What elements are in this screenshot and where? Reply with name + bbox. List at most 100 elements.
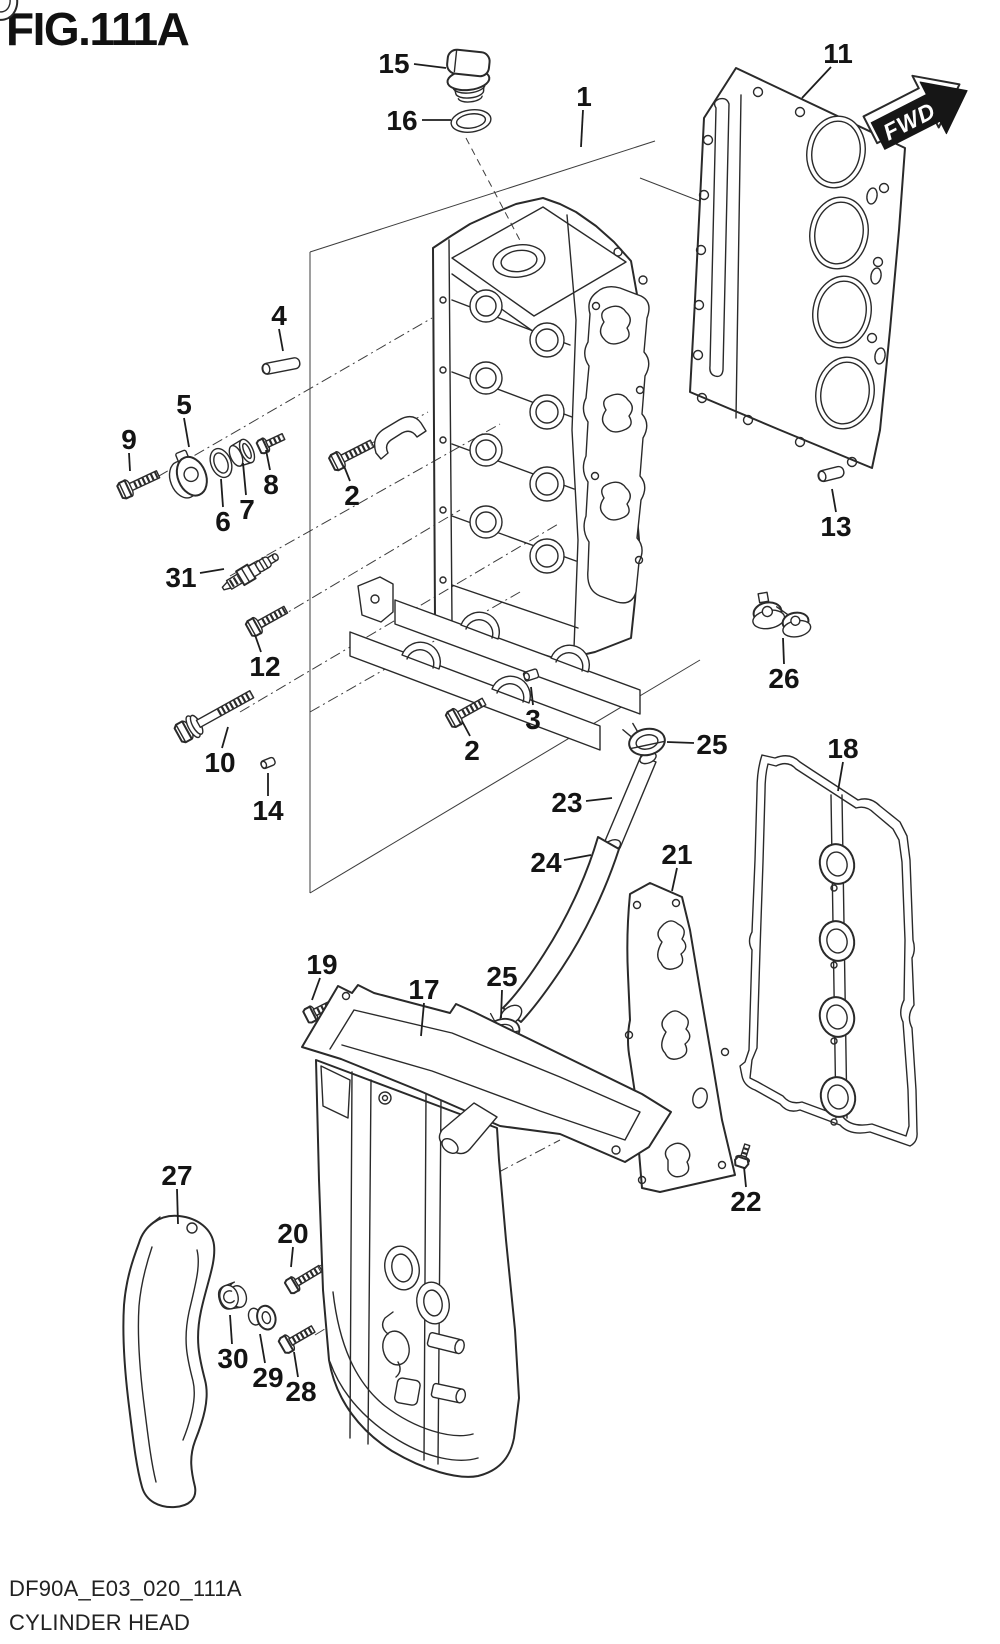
callout-leader-3 — [530, 686, 534, 706]
bolt-9 — [116, 470, 161, 500]
callout-12: 12 — [249, 651, 280, 682]
callout-29: 29 — [252, 1362, 283, 1393]
callout-leader-8 — [265, 449, 271, 471]
callout-2: 2 — [344, 480, 360, 511]
callout-19: 19 — [306, 949, 337, 980]
bolt-12 — [244, 605, 289, 637]
dowel-pin-13 — [817, 465, 845, 483]
callout-11: 11 — [823, 38, 853, 69]
callout-26: 26 — [768, 663, 799, 694]
bolt-10 — [173, 690, 255, 744]
bolt-22 — [734, 1143, 751, 1170]
part-code-caption: DF90A_E03_020_111A — [9, 1576, 242, 1601]
callout-leader-28 — [293, 1351, 299, 1378]
callout-leader-17 — [420, 1002, 425, 1037]
head-gasket — [689, 67, 906, 469]
callout-21: 21 — [661, 839, 692, 870]
callout-4: 4 — [271, 300, 287, 331]
dipstick-tube — [602, 751, 657, 853]
callout-25: 25 — [696, 729, 727, 760]
callout-leader-15 — [413, 63, 447, 69]
valve-retainer-26 — [752, 591, 812, 638]
bolt-2a — [328, 439, 375, 472]
dowel-pin-3 — [522, 668, 540, 682]
callout-leader-2 — [461, 720, 471, 737]
cap-5 — [168, 449, 208, 499]
cylinder-head-cover — [301, 984, 672, 1478]
callout-leader-6 — [220, 478, 224, 508]
callout-leader-4 — [278, 328, 284, 352]
callout-leader-5 — [183, 417, 190, 448]
spark-plug — [221, 553, 279, 591]
callout-leader-12 — [254, 634, 262, 653]
callout-25: 25 — [486, 961, 517, 992]
callout-leader-22 — [743, 1166, 747, 1188]
callout-15: 15 — [378, 48, 409, 79]
callout-3: 3 — [525, 704, 541, 735]
callout-20: 20 — [277, 1218, 308, 1249]
callout-6: 6 — [215, 506, 231, 537]
callout-leader-25 — [666, 741, 695, 744]
bushing-7 — [228, 438, 256, 467]
part-name-caption: CYLINDER HEAD — [9, 1610, 191, 1635]
callout-5: 5 — [176, 389, 192, 420]
callout-30: 30 — [217, 1343, 248, 1374]
cylinder-head — [432, 197, 650, 661]
bolt-20 — [283, 1264, 324, 1295]
bolt-2b — [444, 697, 487, 728]
hose-clamp-25a — [622, 722, 666, 757]
callout-leader-2 — [343, 465, 351, 482]
oil-cap-o-ring — [450, 109, 492, 133]
callout-27: 27 — [161, 1160, 192, 1191]
callout-31: 31 — [165, 562, 196, 593]
callout-leader-29 — [259, 1333, 266, 1364]
callout-leader-11 — [801, 66, 832, 99]
callout-leader-18 — [837, 761, 844, 792]
callout-leader-13 — [831, 488, 837, 513]
callout-9: 9 — [121, 424, 137, 455]
dowel-pin-4 — [261, 357, 301, 375]
fwd-arrow: FWD — [862, 74, 968, 150]
callout-leader-30 — [229, 1314, 233, 1345]
grommet-30 — [217, 1281, 248, 1310]
callout-leader-21 — [671, 867, 678, 892]
callout-leader-23 — [585, 797, 613, 802]
callout-leader-1 — [580, 109, 584, 148]
breather-hose — [502, 836, 620, 1023]
callout-2: 2 — [464, 735, 480, 766]
bushing-29 — [247, 1304, 277, 1331]
callout-leader-24 — [563, 854, 592, 861]
callout-1: 1 — [576, 81, 592, 112]
callout-18: 18 — [827, 733, 858, 764]
side-cover — [122, 1214, 216, 1509]
bolt-28 — [277, 1325, 316, 1354]
callout-leader-20 — [290, 1246, 294, 1268]
callout-13: 13 — [820, 511, 851, 542]
callout-leader-7 — [242, 462, 247, 496]
oil-filler-cap — [446, 48, 491, 103]
callout-10: 10 — [204, 747, 235, 778]
bolt-8 — [255, 432, 286, 455]
callout-17: 17 — [408, 974, 439, 1005]
callout-leader-31 — [199, 568, 225, 574]
callout-28: 28 — [285, 1376, 316, 1407]
callout-leader-10 — [221, 726, 229, 749]
callout-leader-9 — [128, 452, 131, 472]
head-cover-gasket — [0, 0, 918, 1147]
callout-14: 14 — [252, 795, 284, 826]
callout-leader-19 — [311, 977, 321, 1001]
callout-23: 23 — [551, 787, 582, 818]
o-ring-6 — [209, 447, 233, 479]
cam-cap — [373, 415, 427, 460]
callout-leader-27 — [176, 1188, 179, 1225]
bearing-cap-rails — [349, 576, 641, 751]
plug-14 — [260, 756, 276, 770]
callout-22: 22 — [730, 1186, 761, 1217]
callout-7: 7 — [239, 494, 255, 525]
callout-leader-25 — [500, 989, 503, 1019]
callout-leader-26 — [782, 637, 785, 665]
callout-8: 8 — [263, 469, 279, 500]
figure-title: FIG.111A — [6, 3, 190, 55]
